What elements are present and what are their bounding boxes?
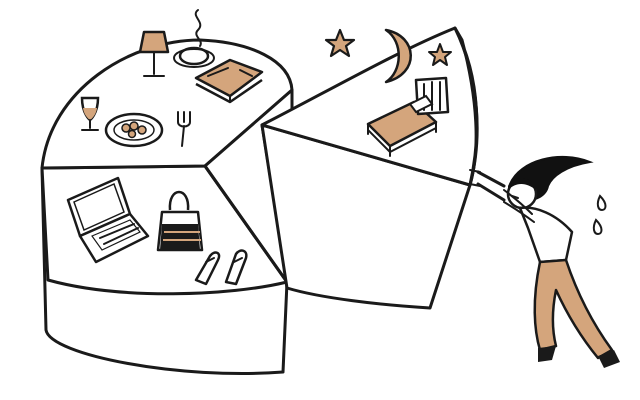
wine-glass-icon bbox=[80, 96, 100, 131]
food-plate-icon bbox=[104, 112, 164, 148]
right-pie-slice bbox=[260, 26, 479, 310]
table-lamp-icon bbox=[138, 30, 170, 77]
crescent-moon-icon bbox=[384, 28, 412, 84]
woman-pushing-figure bbox=[469, 155, 620, 368]
fork-icon bbox=[177, 111, 191, 147]
pants bbox=[533, 258, 614, 360]
steaming-cup-icon bbox=[173, 9, 215, 68]
star-icon bbox=[324, 28, 356, 58]
sweat-drops-icon bbox=[592, 194, 607, 236]
handbag-icon bbox=[156, 190, 204, 252]
high-heel-shoes-icon bbox=[194, 249, 248, 286]
laptop-icon bbox=[66, 176, 150, 264]
open-book-icon bbox=[194, 58, 264, 104]
star-icon bbox=[428, 43, 452, 66]
bed-icon bbox=[366, 76, 450, 157]
slice-outer-wall bbox=[453, 26, 479, 187]
